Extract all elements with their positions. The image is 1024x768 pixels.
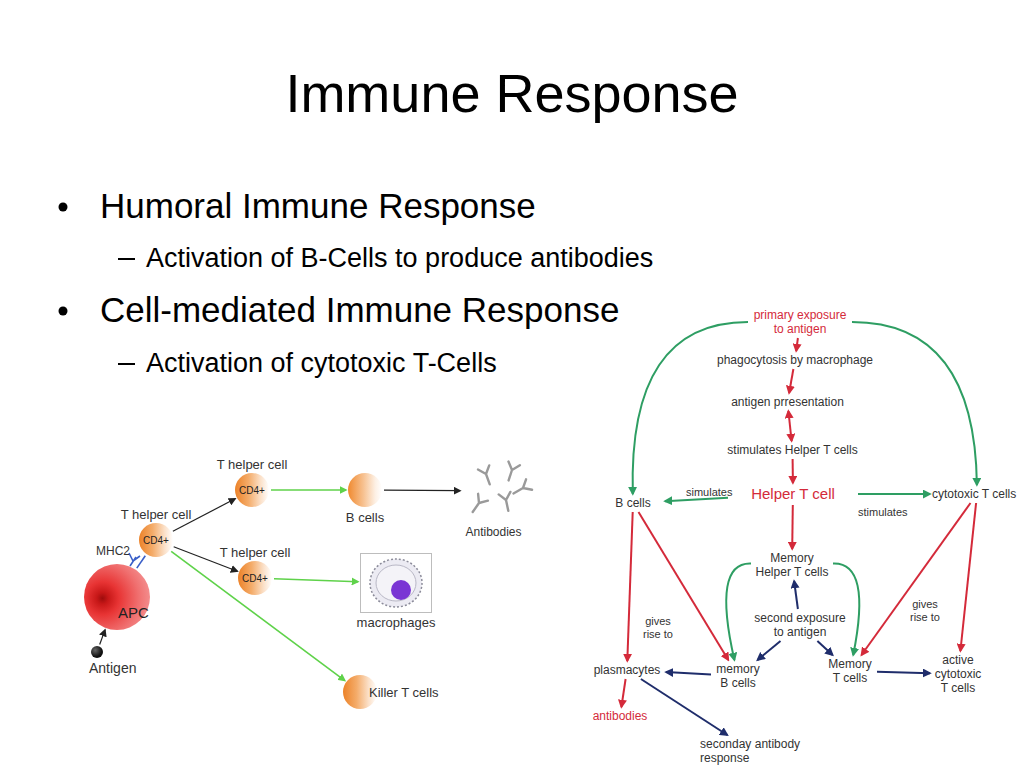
flow-step: phagocytosis by macrophage (700, 353, 890, 367)
sub-bullet-text: Activation of cytotoxic T-Cells (146, 348, 497, 379)
edge-label: gives rise to (636, 615, 680, 641)
connector-arrow (137, 556, 146, 568)
connector-arrow (621, 679, 625, 707)
marker-label: CD4+ (139, 523, 173, 557)
sub-bullet-text: Activation of B-Cells to produce antibod… (146, 243, 653, 274)
cell-name: T helper cell (121, 507, 192, 522)
t-helper-cell: T helper cellCD4+ (139, 523, 173, 557)
connector-arrow (271, 489, 346, 491)
flow-step: Memory Helper T cells (753, 551, 831, 579)
edge-label: gives rise to (903, 598, 947, 624)
receptor-label: MHC2 (96, 545, 130, 559)
connector-arrow (788, 411, 791, 441)
connector-arrow (796, 338, 798, 351)
flow-step: active cytotoxic T cells (932, 653, 984, 695)
cell-name: APC (118, 604, 149, 621)
connector-arrow (726, 563, 751, 660)
sub-bullet-dash (118, 363, 135, 365)
connector-arrow (877, 672, 930, 673)
killer-t-cell: Killer T cells (343, 675, 377, 709)
bullet-dot (59, 203, 68, 212)
connector-arrow (858, 493, 930, 495)
flow-step: cytotoxic T cells (932, 487, 1022, 501)
connector-arrow (794, 581, 798, 609)
node-text: B cells (603, 496, 663, 510)
node-text: stimulates Helper T cells (700, 443, 885, 457)
flow-step: Memory T cells (825, 657, 875, 685)
slide-title: Immune Response (0, 62, 1024, 124)
flow-step: second exposure to antigen (752, 611, 848, 639)
node-text: phagocytosis by macrophage (700, 353, 890, 367)
flow-step: plasmacytes (590, 663, 664, 677)
node-text: plasmacytes (590, 663, 664, 677)
bullet-dot (59, 307, 68, 316)
node-text: memory B cells (713, 662, 763, 690)
connector-arrow (833, 563, 859, 655)
connector-arrow (960, 503, 976, 651)
cell-name: macrophages (357, 615, 436, 630)
sub-bullet-dash (118, 258, 135, 260)
cell-name: Antibodies (465, 525, 521, 539)
t-helper-cell: T helper cellCD4+ (235, 473, 269, 507)
connector-arrow (666, 672, 711, 674)
flow-step: antibodies (585, 709, 655, 723)
node-text: Memory Helper T cells (753, 551, 831, 579)
node-text: Helper T cell (730, 485, 856, 503)
node-text: seconday antibody response (700, 737, 804, 765)
connector-arrow (792, 459, 794, 483)
connector-arrow (384, 490, 460, 492)
node-text: second exposure to antigen (752, 611, 848, 639)
connector-arrow (862, 503, 971, 655)
marker-label: CD4+ (238, 561, 272, 595)
flow-hub: Helper T cell (730, 485, 856, 503)
flow-step: memory B cells (713, 662, 763, 690)
connector-arrow (171, 551, 345, 680)
node-text: Memory T cells (825, 657, 875, 685)
antibody-group: Antibodies (462, 460, 532, 522)
mhc2-receptor (129, 553, 140, 566)
antigen-dot: Antigen (91, 646, 103, 658)
connector-arrow (852, 322, 977, 485)
edge-label: simulates (686, 486, 732, 499)
macrophage-box: macrophages (360, 553, 432, 613)
node-text: antibodies (585, 709, 655, 723)
connector-arrow (665, 498, 728, 502)
flow-step: B cells (603, 496, 663, 510)
connector-arrow (791, 505, 794, 549)
cell-name: T helper cell (220, 545, 291, 560)
connector-arrow (627, 512, 632, 661)
cell-name: Killer T cells (369, 685, 439, 700)
flow-step: primary exposure to antigen (750, 308, 850, 336)
connector-arrow (641, 679, 727, 735)
flow-step: seconday antibody response (700, 737, 804, 765)
t-helper-cell: T helper cellCD4+ (238, 561, 272, 595)
bullet-text: Cell-mediated Immune Response (100, 290, 619, 330)
b-cell: B cells (348, 473, 382, 507)
flow-step: stimulates Helper T cells (700, 443, 885, 457)
cell-name: B cells (346, 510, 384, 525)
node-text: primary exposure to antigen (750, 308, 850, 336)
flow-step: antigen prresentation (700, 395, 875, 409)
node-text: active cytotoxic T cells (932, 653, 984, 695)
antigen-presenting-cell: APC (84, 564, 150, 630)
antibody-illustration (468, 461, 532, 515)
connector-arrow (100, 630, 105, 645)
cell-name: Antigen (89, 660, 136, 676)
macrophage-illustration (370, 559, 422, 607)
marker-label: CD4+ (235, 473, 269, 507)
connector-arrow (789, 369, 793, 393)
connector-arrow (633, 322, 748, 494)
connector-arrow (274, 579, 358, 582)
edge-label: stimulates (858, 506, 908, 519)
cell-name: T helper cell (217, 457, 288, 472)
connector-arrow (817, 641, 832, 655)
bullet-text: Humoral Immune Response (100, 186, 536, 226)
node-text: antigen prresentation (700, 395, 875, 409)
connector-arrow (758, 641, 781, 660)
node-text: cytotoxic T cells (932, 487, 1022, 501)
